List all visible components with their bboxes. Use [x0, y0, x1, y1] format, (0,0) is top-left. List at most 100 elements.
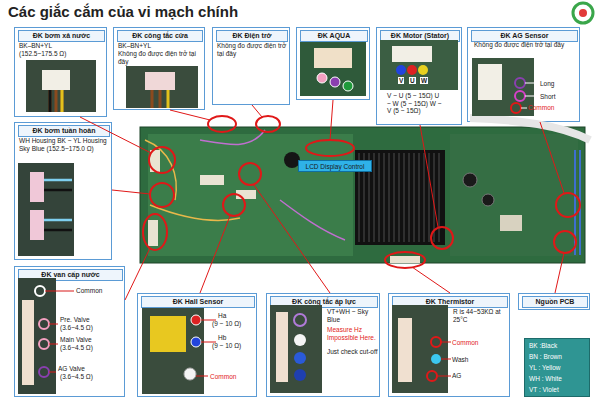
pin-label: Common — [452, 339, 478, 346]
marker-circle — [143, 214, 167, 250]
callout-box: ĐK bơm xả nướcBK–BN+YL (152.5~175.5 Ω) — [14, 27, 107, 117]
pin-label: U — [409, 77, 416, 84]
box-heading: ĐK van cấp nước — [18, 269, 123, 281]
box-heading: Nguồn PCB — [522, 296, 588, 308]
capacitor — [463, 173, 477, 187]
logo-dot — [579, 9, 587, 17]
pin-label: Pre. Valve — [60, 316, 90, 323]
diagram-title: Các giắc cắm của vi mạch chính — [8, 3, 238, 20]
callout-box: ĐK ThermistorR is 44~53KΩ at 25°C — [388, 293, 510, 397]
pcb-area — [450, 134, 578, 256]
pin-label: (9 ~ 10 Ω) — [212, 320, 241, 327]
leader-line — [254, 185, 330, 293]
callout-box: Nguồn PCB — [518, 293, 590, 310]
marker-circle — [554, 231, 576, 253]
box-text: WH : White — [529, 375, 589, 383]
box-text: BK–BN+YL (152.5~175.5 Ω) — [19, 42, 81, 57]
wire-bundle — [575, 150, 580, 255]
box-text: BK–BN+YL — [118, 42, 202, 50]
pin-label: Long — [540, 80, 554, 87]
pin-label: (3.6~4.5 Ω) — [60, 373, 93, 380]
leader-line — [412, 267, 450, 293]
wire — [145, 140, 240, 220]
box-heading: ĐK Thermistor — [392, 296, 508, 308]
marker-circle — [223, 194, 245, 216]
pin-label: AG — [452, 372, 461, 379]
callout-box: ĐK công tắc cửaBK–BN+YLKhông đo được điệ… — [113, 27, 205, 110]
capacitor — [482, 194, 494, 206]
pin-label: Common — [76, 287, 102, 294]
pin-label: Hb — [218, 334, 226, 341]
pin-label: Wash — [452, 356, 468, 363]
box-heading: ĐK bơm tuần hoàn — [18, 125, 110, 137]
pin-label: Common — [528, 104, 554, 111]
marker-circle — [149, 147, 175, 173]
leader-line — [170, 110, 210, 120]
box-heading: ĐK công tắc áp lực — [270, 296, 378, 308]
logo — [573, 3, 593, 23]
box-heading: ĐK công tắc cửa — [117, 30, 203, 42]
pin-label: Short — [540, 93, 556, 100]
callout-box: ĐK Điện trởKhông đo được điện trở tại đâ… — [212, 27, 290, 105]
lcd-label-box: LCD Display Control — [298, 160, 372, 172]
marker-circle — [556, 193, 580, 217]
box-text: YL : Yellow — [529, 364, 589, 372]
leader-line — [252, 105, 262, 117]
connector — [150, 150, 160, 172]
leader-line — [540, 122, 564, 193]
leader-line — [112, 190, 150, 194]
color-code-box: BK :Black BN : Brown YL : Yellow WH : White… — [524, 338, 590, 397]
connector — [148, 220, 158, 246]
marker-circle — [306, 140, 354, 156]
pin-label: AG Valve — [58, 365, 85, 372]
connector — [200, 175, 224, 185]
marker-circle — [208, 116, 236, 132]
callout-box: ĐK AG SensorKhông đo được điện trở tại đ… — [467, 27, 580, 122]
box-heading: ĐK Motor (Stator) — [380, 30, 460, 42]
box-heading: ĐK Hall Sensor — [141, 296, 255, 308]
box-text: LCD Display Control — [299, 163, 371, 171]
connector — [390, 256, 420, 263]
marker-circle — [239, 163, 261, 185]
box-heading: ĐK Điện trở — [216, 30, 288, 42]
box-text: Không đo được điện trở tại đây — [217, 42, 287, 57]
wire — [200, 130, 345, 240]
pin-label: (9 ~ 10 Ω) — [212, 342, 241, 349]
marker-circle — [256, 116, 280, 132]
pin-label: Ha — [218, 312, 226, 319]
leader-line — [420, 125, 438, 227]
relay — [500, 215, 522, 231]
leader-line — [200, 216, 230, 293]
box-text: Just check cut-off — [327, 348, 379, 356]
callout-box: ĐK Motor (Stator) V ~ U (5 ~ 15Ω) U ~ W (… — [376, 27, 462, 125]
marker-circle — [431, 227, 453, 249]
pcb-area — [148, 134, 353, 256]
connector — [236, 190, 256, 199]
callout-box: ĐK AQUA — [296, 27, 370, 100]
box-text: Không đo được điện trở tại đây — [118, 50, 202, 65]
pin-label: V — [398, 77, 404, 84]
marker-circle — [385, 252, 425, 268]
pin-label: (3.6~4.5 Ω) — [60, 324, 93, 331]
callout-box: ĐK công tắc áp lựcVT+WH ~ Sky BlueMeasur… — [266, 293, 380, 397]
box-text: BN : Brown — [529, 353, 589, 361]
pcb-board — [140, 127, 585, 263]
box-heading: ĐK AQUA — [300, 30, 368, 42]
box-heading: ĐK bơm xả nước — [18, 30, 105, 42]
box-heading: ĐK AG Sensor — [471, 30, 578, 42]
box-text: WH Housing BK ~ YL Housing Sky Blue (152… — [19, 137, 109, 152]
box-text: V ~ U (5 ~ 15Ω) U ~ W (5 ~ 15Ω) W ~ V (5… — [387, 92, 443, 115]
pin-label: Main Valve — [60, 336, 92, 343]
box-text: VT+WH ~ Sky Blue — [327, 308, 379, 323]
box-text: VT : Violet — [529, 386, 589, 394]
pin-label: W — [420, 77, 428, 84]
leader-line — [330, 100, 333, 140]
marker-circle — [150, 183, 174, 207]
box-text: R is 44~53KΩ at 25°C — [453, 308, 509, 323]
pin-label: (3.6~4.5 Ω) — [60, 344, 93, 351]
box-text: Không đo được điện trở tại đây — [474, 41, 574, 49]
box-text: BK :Black — [529, 342, 589, 350]
box-text: Measure Hz Impossible Here. — [327, 326, 379, 341]
leader-line — [555, 253, 564, 293]
